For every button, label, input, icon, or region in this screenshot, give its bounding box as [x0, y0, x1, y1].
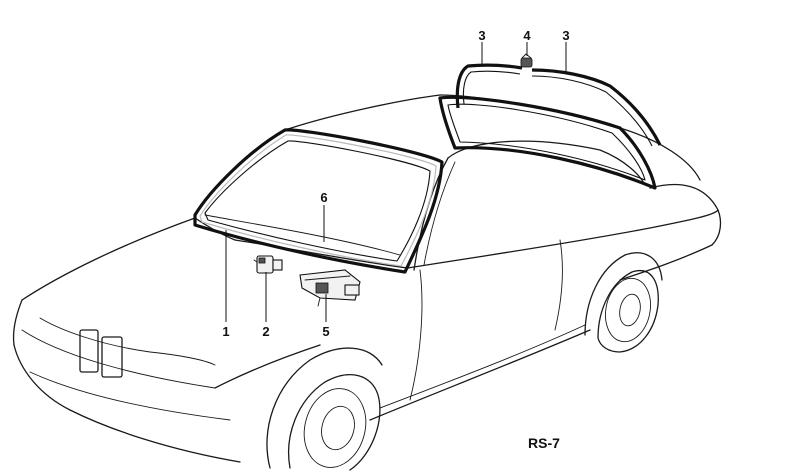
- callouts: 1 2 3 4 3 5 6: [222, 28, 569, 339]
- diagram-reference-code: RS-7: [528, 435, 560, 451]
- part-5-bracket: [299, 269, 361, 307]
- car-body: [12, 94, 722, 463]
- roof-trim: [455, 63, 662, 147]
- trim-clip: [520, 53, 533, 68]
- callout-3-left: 3: [478, 28, 485, 43]
- callout-4: 4: [523, 28, 531, 43]
- rear-window-seal: [438, 95, 657, 190]
- front-wheel: [266, 347, 383, 471]
- callout-2: 2: [262, 324, 269, 339]
- rear-wheel: [584, 252, 663, 353]
- leader-lines: [225, 42, 567, 322]
- part-2-connector: [253, 255, 283, 274]
- callout-1: 1: [222, 324, 229, 339]
- callout-6: 6: [320, 190, 327, 205]
- callout-3-right: 3: [562, 28, 569, 43]
- callout-5: 5: [322, 324, 329, 339]
- windshield-seal: [193, 128, 444, 274]
